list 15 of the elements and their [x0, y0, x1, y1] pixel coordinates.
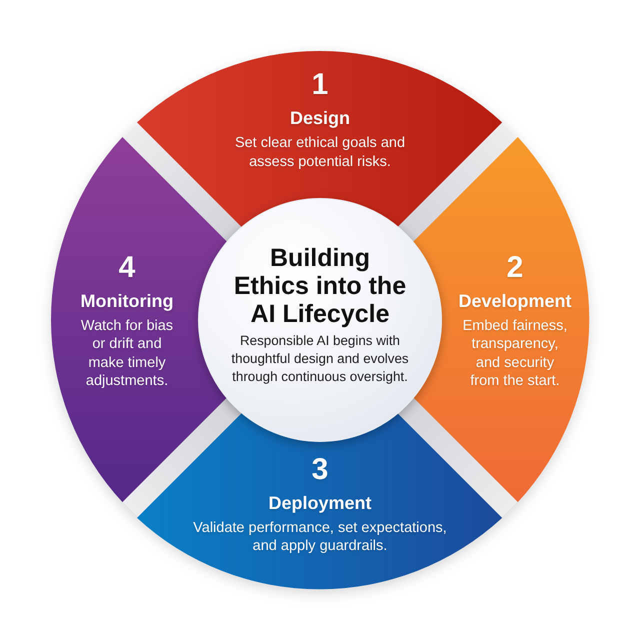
step-number: 1: [312, 68, 328, 102]
center-title: Building Ethics into the AI Lifecycle: [232, 244, 408, 328]
step-title: Monitoring: [80, 290, 174, 311]
step-description: Validate performance, set expectations, and apply guardrails.: [192, 518, 448, 556]
step-title: Deployment: [268, 492, 372, 513]
step-title: Development: [458, 290, 572, 311]
step-number: 3: [312, 452, 328, 487]
step-description: Watch for bias or drift and make timely adjustments.: [80, 316, 174, 391]
step-title: Design: [290, 108, 350, 128]
step-number: 2: [506, 250, 524, 285]
ring-segment: [51, 137, 228, 503]
center-description: Responsible AI begins with thoughtful design and evolves through continuous oversight.: [230, 332, 410, 386]
step-description: Set clear ethical goals and assess potential risks.: [234, 134, 406, 171]
step-description: Embed fairness, transparency, and security from the start.: [462, 316, 568, 391]
step-number: 4: [118, 250, 136, 285]
